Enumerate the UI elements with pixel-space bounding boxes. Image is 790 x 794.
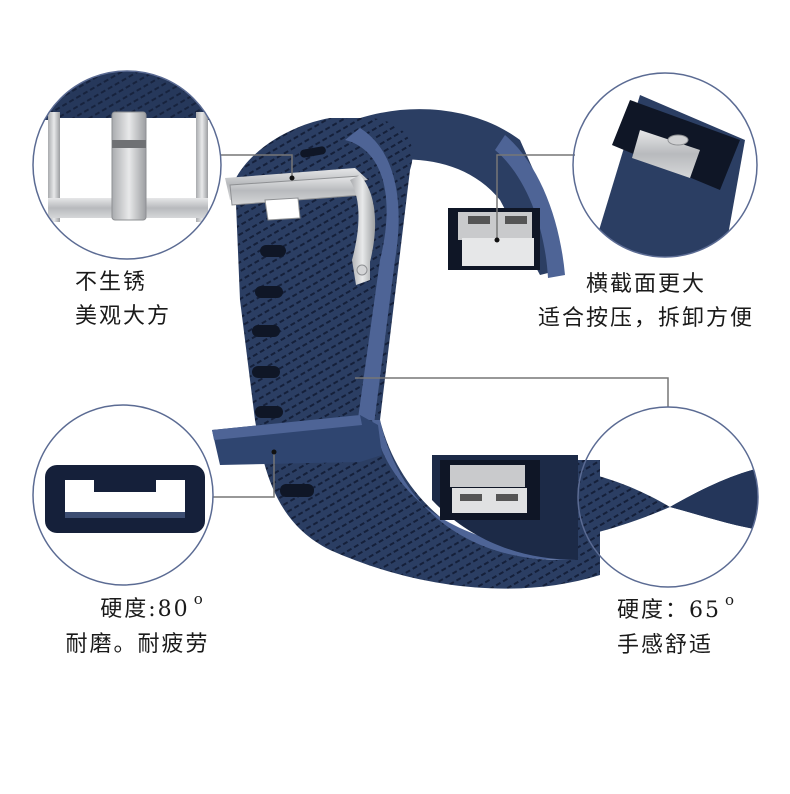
callout-buckle-closeup xyxy=(32,70,222,260)
callout-label-connector: 横截面更大 适合按压，拆卸方便 xyxy=(526,268,766,336)
label-line2: 适合按压，拆卸方便 xyxy=(537,306,754,331)
hardness-value: 硬度:80 xyxy=(100,597,190,622)
degree-symbol: o xyxy=(725,591,737,609)
strap-holes xyxy=(252,146,326,497)
watch-band xyxy=(212,109,600,589)
label-line2: 手感舒适 xyxy=(617,633,714,658)
callout-connector-closeup xyxy=(572,72,758,258)
label-line1: 横截面更大 xyxy=(585,272,706,297)
hardness-value: 硬度：65 xyxy=(617,598,721,623)
steel-buckle xyxy=(225,168,376,285)
callout-label-buckle: 不生锈 美观大方 xyxy=(75,266,171,334)
degree-symbol: o xyxy=(193,590,205,608)
callout-keeper-closeup xyxy=(32,404,214,586)
label-line1: 不生锈 xyxy=(75,270,148,295)
leader-lines xyxy=(213,154,669,498)
callout-twisted-band-closeup xyxy=(577,406,759,588)
label-line2: 耐磨。耐疲劳 xyxy=(65,632,210,657)
label-line2: 美观大方 xyxy=(75,304,172,329)
